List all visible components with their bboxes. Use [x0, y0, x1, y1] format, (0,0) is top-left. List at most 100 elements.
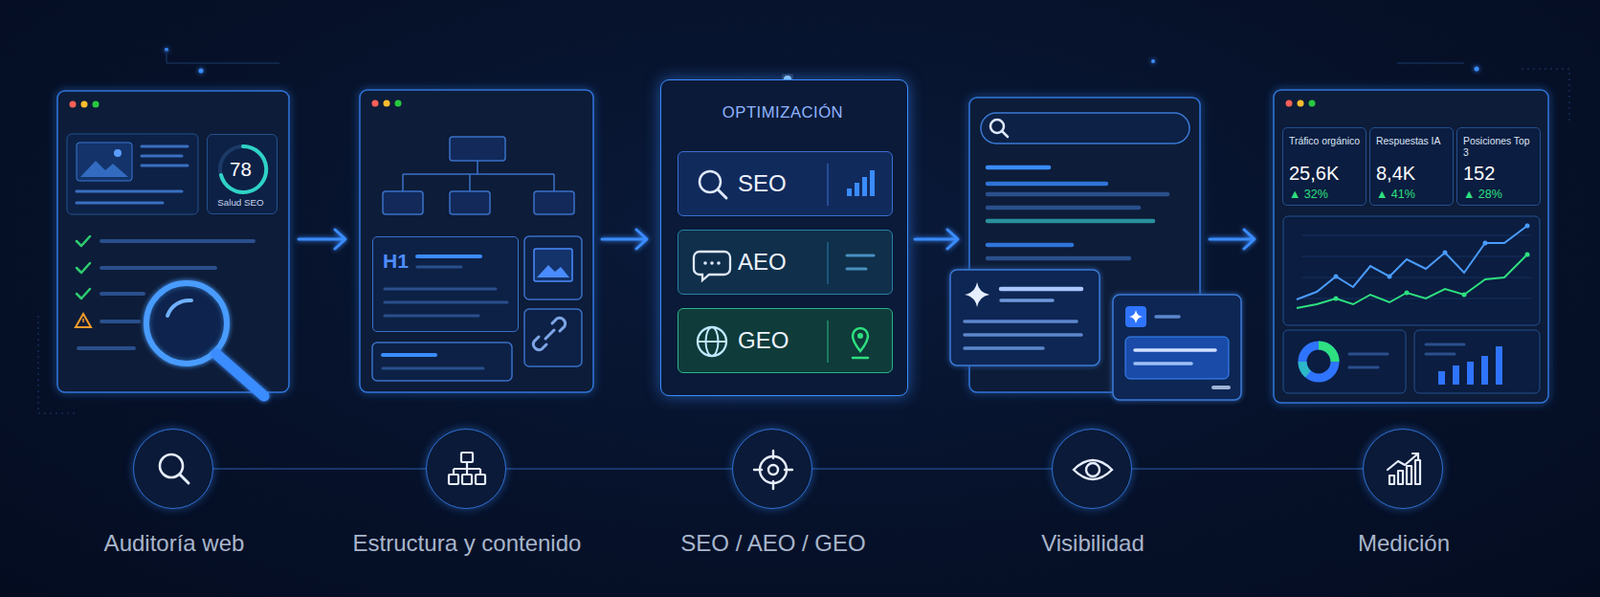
- decor-traces: [38, 49, 1570, 414]
- shape-group: [1301, 235, 1532, 299]
- node-text: OPTIMIZACIÓN: [661, 103, 905, 122]
- shape-rect: [533, 248, 573, 282]
- kpi-card: Posiciones Top 3152▲ 28%: [1456, 127, 1541, 206]
- shape-circle: [92, 101, 100, 109]
- shape-path: [76, 236, 90, 246]
- heading-block: H1: [372, 236, 519, 333]
- shape-circle: [113, 149, 122, 157]
- shape-group: [1333, 223, 1531, 280]
- shape-line: [216, 354, 265, 397]
- shape-path: [852, 328, 868, 352]
- shape-rect: [462, 474, 472, 485]
- shape-line: [1301, 256, 1532, 258]
- shape-line: [141, 155, 182, 158]
- shape-rect: [854, 182, 860, 197]
- structure-illustration: [372, 136, 582, 381]
- shape-circle: [716, 261, 721, 266]
- shape-path: [964, 282, 990, 308]
- shape-line: [846, 254, 874, 258]
- shape-circle: [395, 100, 402, 108]
- shape-line: [384, 314, 479, 318]
- shape-rect: [1414, 330, 1540, 394]
- shape-line: [76, 201, 163, 205]
- shape-rect: [1438, 371, 1445, 385]
- shape-line: [1349, 366, 1378, 370]
- shape-line: [987, 192, 1168, 198]
- shape-rect: [449, 191, 490, 215]
- shape-line: [417, 266, 462, 269]
- shape-rect: [980, 112, 1190, 144]
- shape-circle: [759, 456, 787, 484]
- shape-group: [754, 450, 793, 489]
- shape-circle: [1483, 241, 1489, 246]
- shape-line: [987, 165, 1049, 171]
- shape-group: [1073, 460, 1112, 480]
- shape-group: [1349, 354, 1388, 368]
- shape-group: [846, 170, 875, 197]
- shape-rect: [448, 474, 459, 485]
- shape-rect: [461, 452, 473, 463]
- shape-circle: [857, 333, 864, 339]
- shape-line: [141, 164, 188, 168]
- shape-line: [1001, 131, 1008, 137]
- shape-path: [536, 265, 570, 278]
- timeline-connector: [506, 467, 733, 470]
- seo-option: SEO: [677, 151, 893, 217]
- shape-path: [166, 49, 280, 64]
- shape-circle: [1404, 290, 1410, 296]
- shape-polyline: [1296, 225, 1528, 300]
- shape-line: [382, 367, 484, 371]
- shape-circle: [1525, 252, 1531, 258]
- shape-path: [1318, 345, 1335, 362]
- shape-path: [402, 160, 555, 192]
- shape-path: [1397, 63, 1465, 65]
- kpi-card: Tráfico orgánico25,6K▲ 32%: [1282, 127, 1367, 206]
- shape-line: [987, 256, 1130, 262]
- icon: [1052, 429, 1134, 511]
- node-text: 25,6K: [1288, 162, 1339, 185]
- shape-circle: [1474, 66, 1480, 72]
- shape-group: [1387, 453, 1421, 485]
- shape-rect: [382, 191, 423, 215]
- shape-rect: [1283, 216, 1540, 326]
- shape-rect: [533, 191, 575, 215]
- icon: [1363, 429, 1445, 511]
- icon: [133, 429, 215, 511]
- health-score-card: 78Salud SEO: [206, 133, 278, 215]
- shape-line: [1000, 287, 1082, 292]
- shape-circle: [1086, 463, 1100, 477]
- shape-rect: [1112, 294, 1242, 400]
- node-text: 8,4K: [1376, 162, 1416, 185]
- shape-line: [1134, 348, 1216, 353]
- shape-rect: [57, 90, 289, 393]
- shape-line: [827, 242, 829, 285]
- shape-line: [987, 243, 1072, 248]
- shape-line: [1213, 385, 1229, 390]
- shape-circle: [1309, 100, 1316, 108]
- shape-line: [852, 356, 868, 360]
- aeo-option: AEO: [677, 229, 893, 295]
- shape-line: [1155, 314, 1179, 319]
- shape-circle: [1333, 296, 1339, 302]
- node-text: SEO / AEO / GEO: [680, 530, 866, 557]
- node-text: 78: [207, 157, 274, 181]
- shape-line: [82, 318, 85, 323]
- icon: [426, 429, 508, 511]
- shape-line: [78, 346, 134, 351]
- shape-circle: [81, 101, 89, 109]
- shape-line: [141, 145, 188, 149]
- shape-rect: [862, 177, 867, 197]
- shape-line: [827, 320, 829, 363]
- node-text: ▲ 41%: [1376, 187, 1416, 201]
- shape-rect: [1273, 89, 1549, 403]
- shape-rect: [524, 236, 582, 300]
- shape-rect: [372, 342, 512, 381]
- shape-line: [717, 189, 727, 199]
- shape-rect: [1283, 330, 1406, 394]
- node-text: ▲ 32%: [1288, 187, 1329, 201]
- shape-path: [914, 229, 958, 249]
- shape-rect: [359, 89, 594, 393]
- shape-rect: [1495, 346, 1503, 385]
- timeline-connector: [213, 467, 426, 470]
- shape-rect: [1398, 470, 1403, 485]
